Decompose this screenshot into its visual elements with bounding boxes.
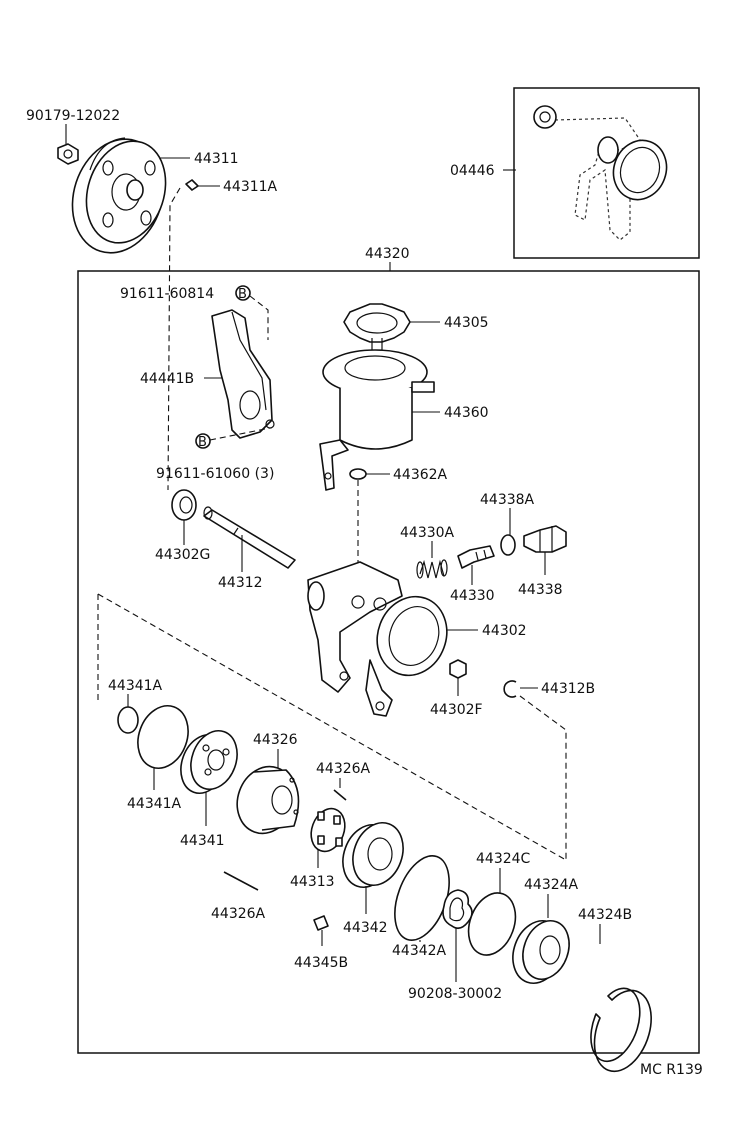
snapring-44324b <box>590 987 652 1073</box>
oring-44341a-large <box>137 705 189 769</box>
assembly-frame-44320 <box>77 270 700 1054</box>
bracket-44441b <box>211 309 275 439</box>
label-44312b: 44312B <box>541 681 595 697</box>
bolt-marker-bottom: B <box>195 433 211 450</box>
label-44342a: 44342A <box>392 943 447 959</box>
snapring-44312b <box>503 680 517 698</box>
label-44324a: 44324A <box>524 877 579 893</box>
label-91611-61060: 91611-61060 (3) <box>156 466 274 482</box>
label-44324c: 44324C <box>476 851 531 867</box>
cam-ring-44326 <box>236 765 300 835</box>
label-44305: 44305 <box>444 315 489 331</box>
valve-44330 <box>457 545 495 569</box>
pin-44326a-bottom <box>223 871 259 891</box>
label-44302g: 44302G <box>155 547 210 563</box>
label-44341a-top: 44341A <box>108 678 163 694</box>
plate-44342 <box>342 822 404 888</box>
bolt-marker-top: B <box>235 285 251 302</box>
housing-44302 <box>307 561 448 717</box>
label-90179-12022: 90179-12022 <box>26 108 120 124</box>
rotor-44313 <box>310 807 346 853</box>
label-44360: 44360 <box>444 405 489 421</box>
oring-44324c <box>467 892 517 956</box>
svg-text:B: B <box>238 287 247 302</box>
cover-44324a <box>512 920 570 984</box>
fitting-44302f <box>449 659 467 679</box>
key-44311a <box>185 179 199 191</box>
oring-44362a <box>349 468 367 480</box>
label-44338a: 44338A <box>480 492 535 508</box>
oring-44338a <box>500 534 516 556</box>
inset-frame-04446 <box>513 87 700 259</box>
plate-44341 <box>180 730 238 794</box>
label-44302f: 44302F <box>430 702 483 718</box>
label-44441b: 44441B <box>140 371 194 387</box>
label-44345b: 44345B <box>294 955 348 971</box>
label-91611-60814: 91611-60814 <box>120 286 214 302</box>
label-44326a-bottom: 44326A <box>211 906 266 922</box>
pin-44326a-top <box>333 789 347 801</box>
label-44326a-top: 44326A <box>316 761 371 777</box>
gasket-90208 <box>442 889 473 930</box>
label-44312: 44312 <box>218 575 263 591</box>
nut-90179 <box>57 143 79 165</box>
label-44338: 44338 <box>518 582 563 598</box>
label-44324b: 44324B <box>578 907 632 923</box>
label-44326: 44326 <box>253 732 298 748</box>
svg-text:B: B <box>198 435 207 450</box>
oring-44341a-small <box>117 706 139 734</box>
label-44311: 44311 <box>194 151 239 167</box>
label-90208-30002: 90208-30002 <box>408 986 502 1002</box>
spring-44330a <box>416 559 448 579</box>
shaft-44312 <box>203 506 296 569</box>
pulley-44311 <box>71 137 167 254</box>
label-44341a-bottom: 44341A <box>127 796 182 812</box>
label-44302: 44302 <box>482 623 527 639</box>
label-44342: 44342 <box>343 920 388 936</box>
label-44320: 44320 <box>365 246 410 262</box>
seal-44302g <box>171 489 197 521</box>
label-44341: 44341 <box>180 833 225 849</box>
reservoir-44360 <box>319 349 435 491</box>
plug-44338 <box>523 525 567 553</box>
diagram-code-caption: MC R139 <box>640 1062 703 1078</box>
label-44311a: 44311A <box>223 179 278 195</box>
label-44330a: 44330A <box>400 525 455 541</box>
cap-44305 <box>343 303 411 355</box>
label-44330: 44330 <box>450 588 495 604</box>
label-04446: 04446 <box>450 163 495 179</box>
key-44345b <box>313 915 329 931</box>
inset-pump-ghost-drawing <box>533 105 668 241</box>
label-44362a: 44362A <box>393 467 448 483</box>
label-44313: 44313 <box>290 874 335 890</box>
cartridge-group-dashes <box>97 593 567 861</box>
